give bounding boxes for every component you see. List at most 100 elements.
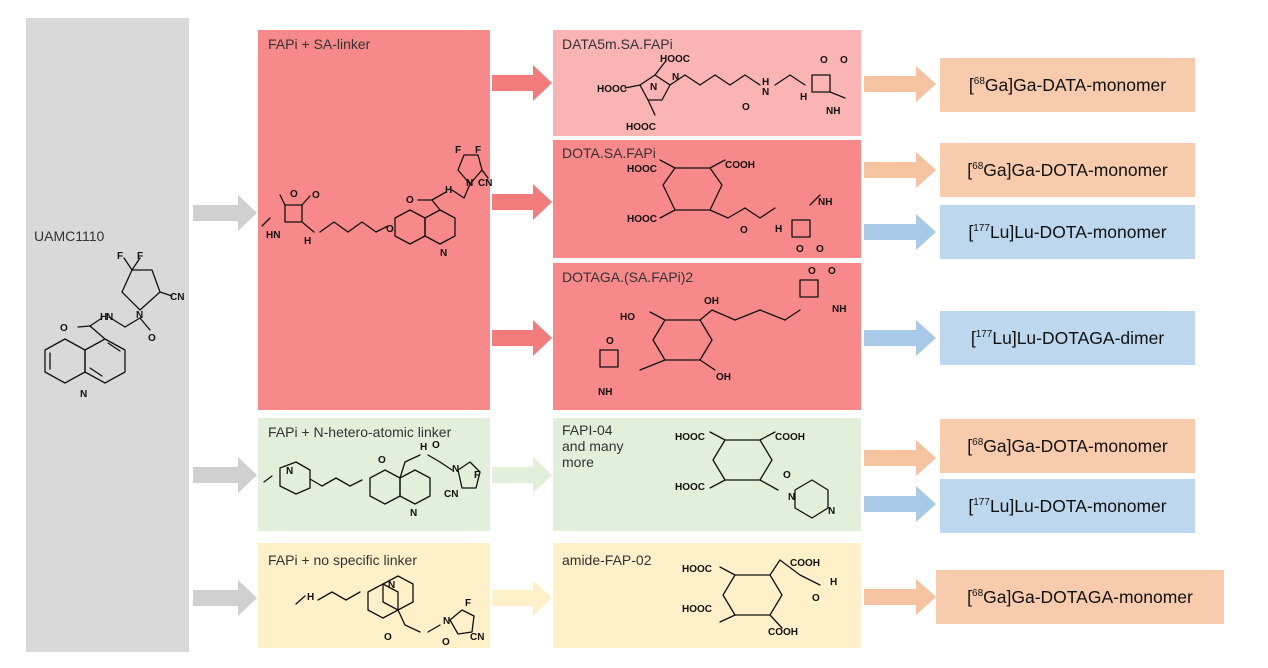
svg-text:N: N: [443, 616, 450, 627]
fapi04-label-3: more: [562, 454, 594, 470]
arrow-orange-dota-1: [864, 152, 936, 188]
arrow-orange-data: [864, 66, 936, 102]
svg-text:F: F: [455, 145, 461, 156]
n-hetero-linker-label: FAPi + N-hetero-atomic linker: [268, 424, 452, 440]
svg-text:N: N: [80, 389, 87, 400]
svg-text:F: F: [117, 251, 123, 262]
sa-linker-structure: O O HN H O N O H N F F CN: [261, 145, 492, 259]
svg-text:COOH: COOH: [768, 627, 798, 638]
svg-text:NH: NH: [818, 197, 832, 208]
svg-text:NH: NH: [826, 106, 840, 117]
svg-text:COOH: COOH: [790, 558, 820, 569]
dotaga-sa-label: DOTAGA.(SA.FAPi)2: [562, 269, 694, 285]
svg-text:H: H: [445, 185, 452, 196]
svg-text:OH: OH: [716, 372, 731, 383]
svg-text:N: N: [828, 506, 835, 517]
svg-text:HOOC: HOOC: [627, 214, 657, 225]
svg-text:O: O: [742, 102, 750, 113]
svg-text:HOOC: HOOC: [660, 54, 690, 65]
dota-sa-structure: HOOC COOH HOOC O H O O NH: [627, 159, 832, 255]
output-ga-data-monomer: [68Ga]Ga-DATA-monomer: [940, 58, 1195, 112]
output-ga-dotaga-monomer: [68Ga]Ga-DOTAGA-monomer: [936, 570, 1224, 624]
svg-text:F: F: [475, 145, 481, 156]
dota-sa-panel: [553, 140, 861, 258]
svg-text:O: O: [148, 333, 156, 344]
svg-text:H: H: [800, 92, 807, 103]
arrow-yellow-amide: [492, 580, 552, 616]
uamc1110-panel: [26, 18, 189, 652]
no-specific-linker-structure: N H O O N F CN: [295, 575, 484, 648]
svg-text:H: H: [420, 442, 427, 453]
dota-sa-label: DOTA.SA.FAPi: [562, 145, 656, 161]
svg-text:O: O: [384, 632, 392, 643]
arrow-green-fapi04: [492, 457, 552, 493]
svg-text:N: N: [650, 82, 657, 93]
svg-text:HN: HN: [266, 230, 280, 241]
svg-text:COOH: COOH: [725, 160, 755, 171]
svg-text:N: N: [410, 508, 417, 519]
arrow-blue-dota-1: [864, 214, 936, 250]
svg-text:O: O: [290, 189, 298, 200]
arrow-orange-dotaga-monomer: [864, 579, 936, 615]
svg-text:HOOC: HOOC: [682, 564, 712, 575]
arrow-orange-dota-2: [864, 440, 936, 476]
arrow-blue-dotaga: [864, 320, 936, 356]
svg-text:F: F: [465, 598, 471, 609]
svg-text:HOOC: HOOC: [682, 604, 712, 615]
fapi04-structure: HOOC COOH HOOC O N N: [675, 431, 835, 519]
svg-text:N: N: [440, 248, 447, 259]
arrow-grey-n-hetero: [193, 457, 257, 493]
svg-text:H: H: [830, 577, 837, 588]
svg-text:O: O: [378, 455, 386, 466]
fapi04-label-1: FAPI-04: [562, 422, 613, 438]
svg-text:NH: NH: [598, 387, 612, 398]
svg-text:HOOC: HOOC: [627, 164, 657, 175]
svg-text:O: O: [442, 637, 450, 648]
svg-text:O: O: [740, 225, 748, 236]
arrow-red-dotaga: [492, 320, 552, 356]
svg-text:O: O: [312, 190, 320, 201]
svg-text:HOOC: HOOC: [626, 122, 656, 133]
svg-text:O: O: [816, 244, 824, 255]
svg-text:O: O: [432, 440, 440, 451]
amide-structure: HOOC COOH HOOC COOH O H: [682, 558, 837, 638]
svg-text:OH: OH: [704, 296, 719, 307]
svg-text:N: N: [672, 72, 679, 83]
svg-text:O: O: [828, 266, 836, 277]
svg-text:NH: NH: [832, 304, 846, 315]
uamc1110-structure: O H N N O N F F CN: [44, 251, 184, 400]
arrow-blue-dota-2: [864, 486, 936, 522]
n-hetero-linker-panel: [258, 418, 490, 531]
svg-text:O: O: [812, 593, 820, 604]
svg-text:N: N: [466, 178, 473, 189]
arrow-grey-sa: [193, 195, 257, 231]
svg-text:O: O: [386, 224, 394, 235]
svg-text:F: F: [474, 470, 480, 481]
svg-text:N: N: [452, 464, 459, 475]
svg-text:O: O: [796, 244, 804, 255]
svg-text:CN: CN: [478, 178, 492, 189]
svg-text:F: F: [137, 251, 143, 262]
n-hetero-linker-structure: O H O N N N F CN: [263, 440, 481, 519]
dotaga-structure: OH HO OH O O NH O NH: [598, 266, 846, 398]
svg-text:O: O: [406, 195, 414, 206]
arrow-grey-no-specific: [193, 580, 257, 616]
svg-text:CN: CN: [170, 292, 184, 303]
svg-text:N: N: [106, 312, 113, 323]
no-specific-linker-panel: [258, 543, 490, 648]
arrow-red-dota-sa: [492, 184, 552, 220]
svg-text:HO: HO: [620, 312, 635, 323]
amide-panel: [553, 543, 861, 648]
svg-text:N: N: [762, 87, 769, 98]
svg-text:O: O: [783, 470, 791, 481]
output-ga-dota-monomer-1: [68Ga]Ga-DOTA-monomer: [940, 143, 1195, 197]
fapi04-panel: [553, 418, 861, 531]
arrow-red-data5m: [492, 65, 552, 101]
svg-text:H: H: [762, 77, 769, 88]
amide-label: amide-FAP-02: [562, 552, 652, 568]
svg-text:O: O: [606, 336, 614, 347]
output-lu-dota-monomer-2: [177Lu]Lu-DOTA-monomer: [940, 479, 1195, 533]
output-lu-dotaga-dimer: [177Lu]Lu-DOTAGA-dimer: [940, 311, 1195, 365]
data5m-panel: [553, 30, 861, 136]
